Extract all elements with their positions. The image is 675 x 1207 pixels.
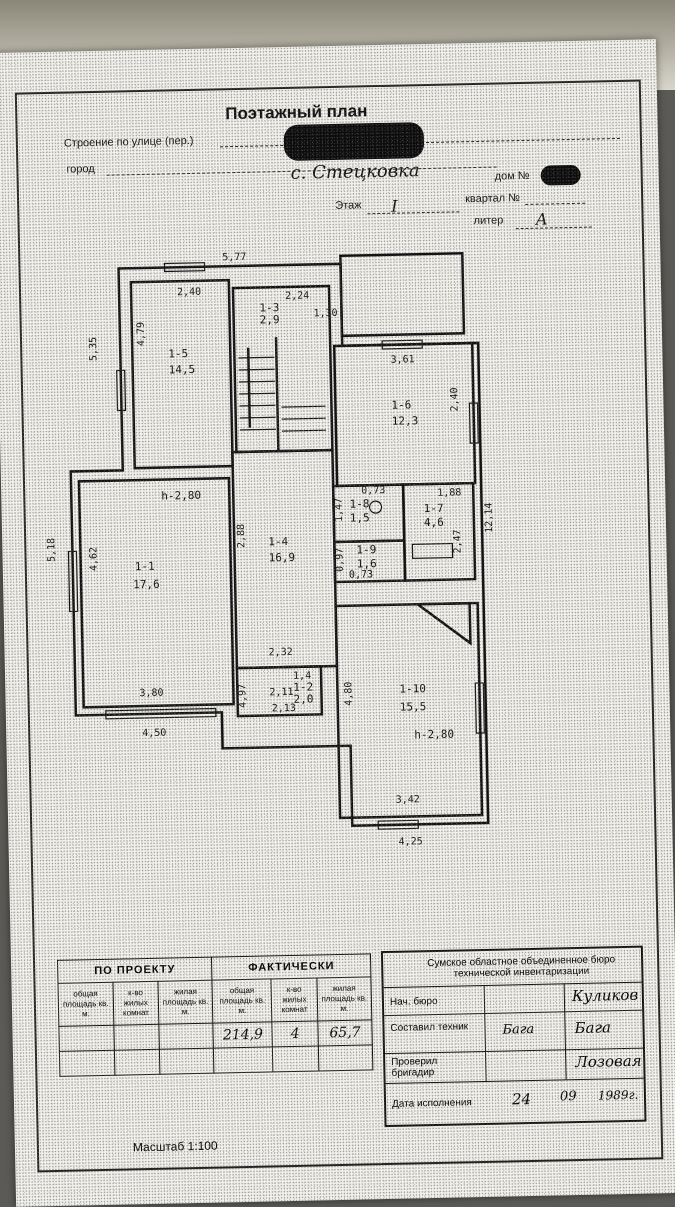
table-group-header: ФАКТИЧЕСКИ bbox=[211, 953, 371, 981]
room-area: 17,6 bbox=[133, 578, 160, 592]
dimension-label: 1,47 bbox=[333, 498, 345, 522]
dimension-label: 2,13 bbox=[272, 703, 296, 715]
stamp-signatory-name: Куликов bbox=[571, 985, 639, 1006]
table-cell: 214,9 bbox=[213, 1021, 273, 1049]
room-area: 12,3 bbox=[392, 414, 419, 428]
dimension-label: 4,80 bbox=[343, 682, 355, 706]
table-cell bbox=[113, 1024, 160, 1051]
dimension-label: 1,30 bbox=[313, 308, 337, 320]
dimension-label: 0,73 bbox=[361, 485, 385, 497]
dimension-label: 2,40 bbox=[449, 387, 461, 411]
stamp-signatory-name: Бага bbox=[574, 1018, 612, 1038]
stamp-row-label: Нач. бюро bbox=[389, 995, 438, 1008]
dimension-label: 5,35 bbox=[88, 337, 100, 361]
dimension-label: 0,97 bbox=[334, 548, 346, 572]
table-column-header: общая площадь кв. м. bbox=[57, 982, 114, 1027]
dimension-label: 5,77 bbox=[222, 252, 246, 264]
room-area: 2,9 bbox=[260, 313, 280, 326]
room-id: 1-1 bbox=[135, 560, 155, 573]
room-area: 16,9 bbox=[268, 551, 295, 565]
dimension-label: 2,11 bbox=[269, 687, 293, 699]
table-cell: 65,7 bbox=[317, 1019, 373, 1046]
table-column-header: жилая площадь кв. м. bbox=[316, 976, 372, 1021]
stamp-date-day: 24 bbox=[511, 1090, 532, 1109]
ceiling-height: h-2,80 bbox=[161, 489, 201, 503]
dimension-label: 5,18 bbox=[46, 538, 58, 562]
dimension-label: 4,97 bbox=[237, 684, 249, 708]
scale-label: Масштаб 1:100 bbox=[132, 1138, 218, 1155]
dimension-label: 3,42 bbox=[396, 794, 420, 806]
dimension-label: 2,32 bbox=[268, 647, 292, 659]
floor-plan: 5,77 2,40 2,24 1,30 5,35 4,79 3,61 2,40 … bbox=[46, 252, 496, 848]
table-column-header: жилая площадь кв. м. bbox=[157, 980, 214, 1025]
room-id: 1-4 bbox=[268, 535, 289, 548]
stamp-organization: Сумское областное объединенное бюро техн… bbox=[427, 954, 616, 980]
room-id: 1-7 bbox=[423, 502, 443, 515]
dimension-label: 0,73 bbox=[349, 569, 373, 581]
dimension-label: 2,24 bbox=[285, 290, 309, 302]
dimension-label: 2,40 bbox=[177, 287, 201, 299]
room-id: 1-9 bbox=[356, 543, 376, 556]
room-id: 1-8 bbox=[349, 497, 369, 510]
stamp-date-month: 09 bbox=[559, 1089, 577, 1105]
room-id: 1-10 bbox=[399, 682, 426, 696]
room-area: 4,6 bbox=[424, 516, 444, 529]
dimension-label: 2,88 bbox=[236, 524, 248, 548]
room-area: 1,6 bbox=[357, 557, 377, 570]
document-sheet: Поэтажный план Строение по улице (пер.) … bbox=[0, 39, 675, 1207]
area-summary-table: ПО ПРОЕКТУ ФАКТИЧЕСКИ общая площадь кв. … bbox=[57, 953, 373, 1077]
stamp-date-label: Дата исполнения bbox=[391, 1097, 472, 1110]
dimension-label: 4,62 bbox=[88, 547, 100, 571]
room-area: 15,5 bbox=[400, 700, 427, 714]
dimension-label: 12,14 bbox=[484, 503, 496, 533]
table-cell bbox=[58, 1025, 115, 1052]
dimension-label: 2,47 bbox=[452, 529, 464, 553]
table-column-header: общая площадь кв. м. bbox=[212, 978, 273, 1024]
stamp-date-year: 1989г. bbox=[597, 1087, 639, 1103]
room-area: 1,5 bbox=[350, 511, 370, 524]
table-column-header: к-во жилых комнат bbox=[271, 977, 318, 1022]
table-cell bbox=[158, 1023, 214, 1050]
stamp-signatory-name: Лозовая bbox=[575, 1051, 642, 1072]
room-area: 2,0 bbox=[293, 692, 313, 705]
dimension-label: 4,50 bbox=[142, 728, 166, 740]
room-id: 1-6 bbox=[391, 398, 411, 411]
stamp-signature: Бага bbox=[502, 1021, 535, 1038]
room-id: 1-5 bbox=[168, 347, 188, 360]
stamp-row-label: Проверил бригадир bbox=[391, 1055, 438, 1079]
dimension-label: 4,79 bbox=[136, 322, 148, 346]
bti-stamp-block: Сумское областное объединенное бюро техн… bbox=[380, 945, 647, 1128]
dimension-label: 3,61 bbox=[390, 354, 414, 366]
table-group-header: ПО ПРОЕКТУ bbox=[57, 957, 213, 984]
room-area: 14,5 bbox=[169, 363, 196, 377]
stamp-row-label: Составил техник bbox=[390, 1021, 469, 1034]
dimension-label: 4,25 bbox=[398, 836, 422, 848]
table-cell: 4 bbox=[272, 1020, 319, 1047]
dimension-label: 1,88 bbox=[437, 487, 461, 499]
ceiling-height: h-2,80 bbox=[414, 728, 454, 742]
table-column-header: к-во жилых комнат bbox=[112, 981, 159, 1026]
dimension-label: 3,80 bbox=[139, 688, 163, 700]
